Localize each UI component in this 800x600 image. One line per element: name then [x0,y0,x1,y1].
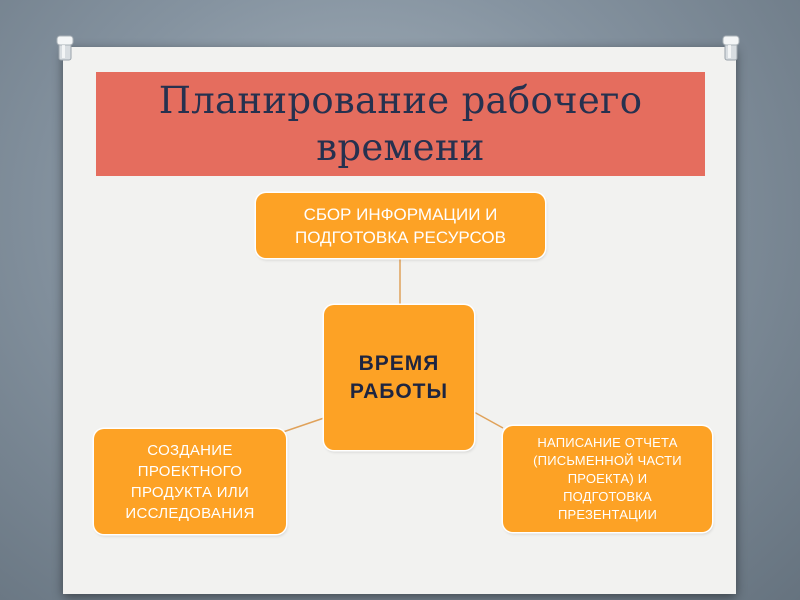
node-create-product: СОЗДАНИЕ ПРОЕКТНОГО ПРОДУКТА ИЛИ ИССЛЕДО… [94,429,286,534]
node-work-time: ВРЕМЯ РАБОТЫ [324,305,474,450]
pin-icon [56,35,74,61]
node-collect-info: СБОР ИНФОРМАЦИИ И ПОДГОТОВКА РЕСУРСОВ [256,193,545,258]
node-write-report: НАПИСАНИЕ ОТЧЕТА (ПИСЬМЕННОЙ ЧАСТИ ПРОЕК… [503,426,712,532]
pin-icon [722,35,740,61]
slide-title: Планирование рабочего времени [158,79,643,169]
title-bar: Планирование рабочего времени [96,72,705,176]
connector-left [282,417,325,433]
connector-right [473,411,504,429]
